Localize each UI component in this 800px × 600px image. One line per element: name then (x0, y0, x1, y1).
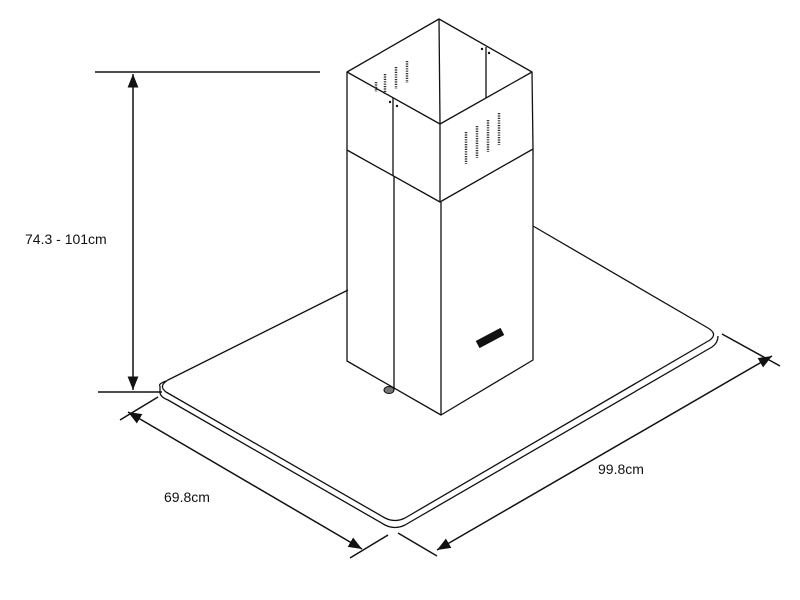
vent-grille-left-icon (374, 61, 409, 94)
width-label: 99.8cm (598, 461, 644, 477)
depth-dimension-line (119, 396, 389, 559)
height-label: 74.3 - 101cm (25, 231, 107, 247)
upper-chimney (346, 18, 534, 203)
brand-logo (475, 327, 505, 349)
vent-grille-right-icon (464, 113, 501, 164)
height-dimension-line (95, 71, 320, 393)
sensor-icon (383, 386, 395, 394)
depth-label: 69.8cm (164, 489, 210, 505)
width-dimension-line (397, 333, 781, 557)
canopy-plate (158, 225, 719, 529)
